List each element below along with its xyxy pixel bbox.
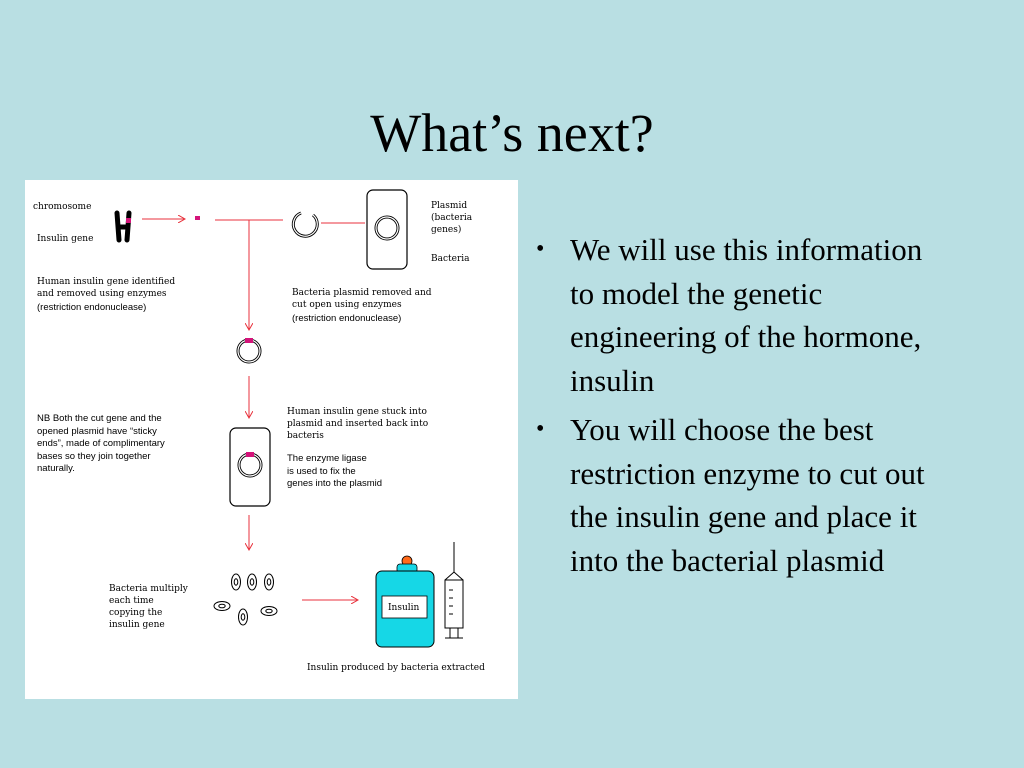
label-ligase: The enzyme ligase is used to fix the gen… bbox=[287, 453, 383, 489]
label-bottle-insulin: Insulin bbox=[388, 603, 420, 613]
label-chromosome: chromosome bbox=[33, 202, 92, 212]
multiplied-bacteria-icon bbox=[213, 573, 278, 626]
label-human-gene-removed: Human insulin gene identified and remove… bbox=[37, 277, 176, 299]
label-plasmid-removed: Bacteria plasmid removed and cut open us… bbox=[292, 288, 432, 310]
recombinant-bacteria-icon bbox=[229, 427, 271, 507]
label-bacteria: Bacteria bbox=[431, 254, 470, 264]
label-nb-note: NB Both the cut gene and the opened plas… bbox=[37, 413, 165, 474]
diagram-drawing bbox=[114, 189, 464, 648]
label-extracted: Insulin produced by bacteria extracted bbox=[307, 663, 485, 673]
bullet-glyph: • bbox=[536, 416, 545, 442]
bacteria-cell-icon bbox=[366, 189, 408, 270]
cut-gene-icon bbox=[195, 216, 200, 220]
bullet-item: • You will choose the best restriction e… bbox=[534, 408, 934, 582]
bullet-item: • We will use this information to model … bbox=[534, 228, 934, 402]
label-insulin-gene: Insulin gene bbox=[37, 234, 94, 244]
bullet-glyph: • bbox=[536, 236, 545, 262]
label-restriction-1: (restriction endonuclease) bbox=[37, 302, 147, 313]
bullet-list: • We will use this information to model … bbox=[534, 228, 934, 588]
recombinant-plasmid-icon bbox=[236, 338, 262, 364]
insulin-bottle-icon bbox=[375, 555, 435, 648]
chromosome-icon bbox=[114, 210, 132, 243]
syringe-icon bbox=[444, 542, 464, 639]
bullet-text: You will choose the best restriction enz… bbox=[570, 412, 925, 578]
label-gene-stuck: Human insulin gene stuck into plasmid an… bbox=[287, 407, 429, 441]
label-restriction-2: (restriction endonuclease) bbox=[292, 313, 402, 324]
slide-title: What’s next? bbox=[370, 103, 654, 163]
bullet-text: We will use this information to model th… bbox=[570, 232, 923, 398]
open-plasmid-icon bbox=[291, 211, 319, 238]
genetic-engineering-diagram: chromosome Insulin gene Plasmid (bacteri… bbox=[25, 180, 518, 699]
label-multiply: Bacteria multiply each time copying the … bbox=[109, 584, 188, 630]
label-plasmid: Plasmid (bacteria genes) bbox=[431, 201, 473, 235]
